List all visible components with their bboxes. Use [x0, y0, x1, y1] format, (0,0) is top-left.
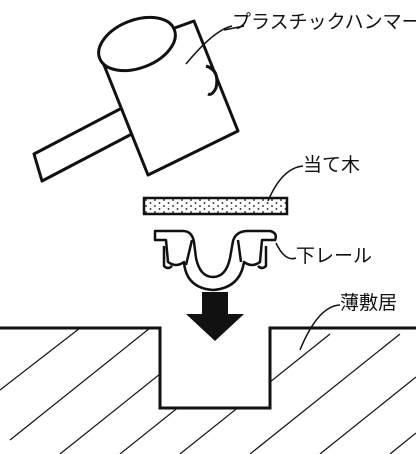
- hammer-head-face: [97, 15, 177, 73]
- hammer-side-knob: [205, 64, 219, 96]
- thin-sill-label: 薄敷居: [340, 292, 398, 314]
- wooden-block-label: 当て木: [303, 154, 361, 176]
- hammer-leader: [185, 25, 233, 65]
- sill-leader: [299, 304, 341, 351]
- thin-sill: [0, 326, 416, 454]
- lower-rail-label: 下レール: [296, 245, 373, 267]
- plastic-hammer: [32, 15, 245, 183]
- hammer-label: プラスチックハンマー: [232, 11, 416, 33]
- block-leader: [267, 165, 304, 202]
- hammer-handle: [32, 106, 140, 183]
- leader-lines: [185, 25, 341, 351]
- rail-leader: [275, 242, 297, 260]
- lower-rail: [153, 229, 278, 292]
- down-arrow-icon: [186, 292, 244, 341]
- wooden-block: [142, 196, 289, 216]
